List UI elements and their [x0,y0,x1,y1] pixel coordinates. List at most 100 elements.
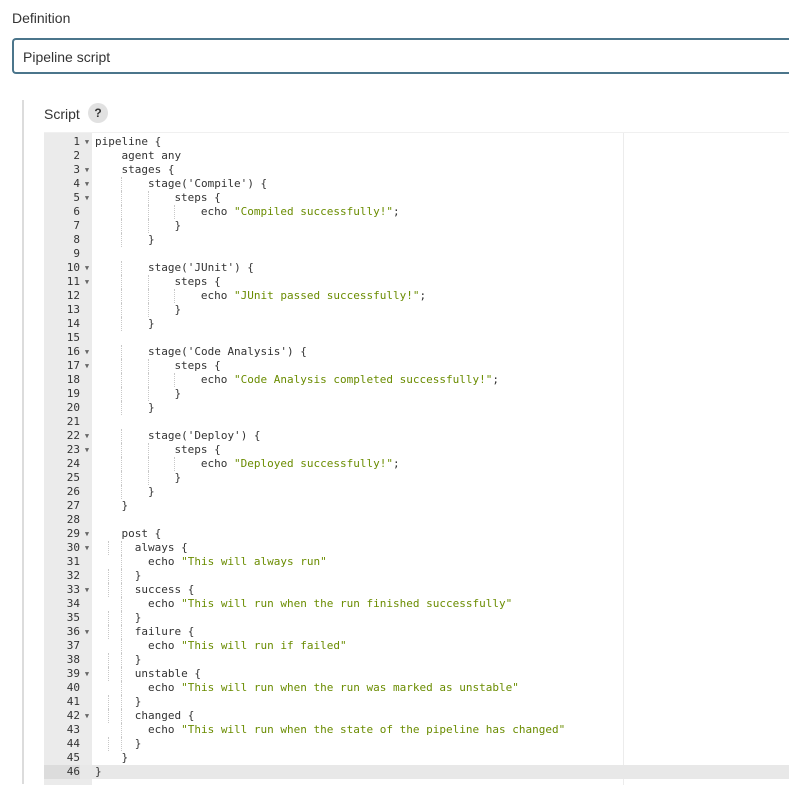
code-line[interactable]: 35} [44,611,789,625]
line-number: 7 [73,219,80,232]
line-code: agent any [121,149,182,162]
indent-guide [147,471,149,485]
line-code: } [174,219,182,232]
line-code: echo "Code Analysis completed successful… [200,373,499,386]
line-code: } [147,233,155,246]
definition-select[interactable]: Pipeline script [12,38,789,74]
indent-guide [174,373,176,387]
chevron-down-icon[interactable]: ▼ [84,670,90,678]
line-number: 27 [66,499,80,512]
line-code: steps { [174,191,221,204]
line-code: always { [134,541,188,554]
code-line[interactable]: 4▼stage('Compile') { [44,177,789,191]
chevron-down-icon[interactable]: ▼ [84,432,90,440]
line-number: 21 [66,415,80,428]
line-number: 44 [66,737,80,750]
code-line[interactable]: 27} [44,499,789,513]
code-line[interactable]: 20} [44,401,789,415]
line-number: 39 [66,667,80,680]
code-line[interactable]: 45} [44,751,789,765]
line-number: 2 [73,149,80,162]
code-line[interactable]: 33▼success { [44,583,789,597]
chevron-down-icon[interactable]: ▼ [84,544,90,552]
code-line[interactable]: 3▼stages { [44,163,789,177]
code-line[interactable]: 14} [44,317,789,331]
code-line[interactable]: 17▼steps { [44,359,789,373]
line-number: 32 [66,569,80,582]
chevron-down-icon[interactable]: ▼ [84,348,90,356]
chevron-down-icon[interactable]: ▼ [84,180,90,188]
code-line[interactable]: 36▼failure { [44,625,789,639]
code-line[interactable]: 19} [44,387,789,401]
line-number: 28 [66,513,80,526]
code-line[interactable]: 10▼stage('JUnit') { [44,261,789,275]
line-code: } [134,611,142,624]
chevron-down-icon[interactable]: ▼ [84,362,90,370]
indent-guide [108,695,110,709]
code-line[interactable]: 15 [44,331,789,345]
help-icon[interactable]: ? [88,103,108,123]
code-line[interactable]: 2 agent any [44,149,789,163]
chevron-down-icon[interactable]: ▼ [84,194,90,202]
code-line[interactable]: 26} [44,485,789,499]
chevron-down-icon[interactable]: ▼ [84,138,90,146]
line-code: stage('Deploy') { [147,429,261,442]
code-line[interactable]: 7} [44,219,789,233]
code-line[interactable]: 13} [44,303,789,317]
chevron-down-icon[interactable]: ▼ [84,278,90,286]
chevron-down-icon[interactable]: ▼ [84,264,90,272]
line-number: 15 [66,331,80,344]
code-line[interactable]: 44} [44,737,789,751]
indent-guide [121,541,123,555]
indent-guide [174,289,176,303]
code-line[interactable]: 32} [44,569,789,583]
code-line[interactable]: 11▼steps { [44,275,789,289]
chevron-down-icon[interactable]: ▼ [84,166,90,174]
code-line[interactable]: 39▼unstable { [44,667,789,681]
line-code: stage('JUnit') { [147,261,254,274]
line-number: 29 [66,527,80,540]
chevron-down-icon[interactable]: ▼ [84,712,90,720]
line-code: stage('Compile') { [147,177,268,190]
chevron-down-icon[interactable]: ▼ [84,586,90,594]
code-line[interactable]: 5▼steps { [44,191,789,205]
code-line[interactable]: 46} [44,765,789,779]
chevron-down-icon[interactable]: ▼ [84,530,90,538]
code-line[interactable]: 21 [44,415,789,429]
code-line[interactable]: 1▼pipeline { [44,135,789,149]
indent-guide [174,457,176,471]
indent-guide [121,219,123,233]
line-code: } [121,499,129,512]
code-line[interactable]: 38} [44,653,789,667]
code-line[interactable]: 41} [44,695,789,709]
code-line[interactable]: 28 [44,513,789,527]
code-line[interactable]: 25} [44,471,789,485]
script-section-container [22,100,789,784]
indent-guide [121,695,123,709]
code-line[interactable]: 23▼steps { [44,443,789,457]
code-line[interactable]: 8} [44,233,789,247]
indent-guide [108,611,110,625]
code-line[interactable]: 29▼post { [44,527,789,541]
chevron-down-icon[interactable]: ▼ [84,628,90,636]
code-line[interactable]: 42▼changed { [44,709,789,723]
line-code: } [121,751,129,764]
indent-guide [147,219,149,233]
code-line[interactable]: 22▼stage('Deploy') { [44,429,789,443]
code-line[interactable]: 9 [44,247,789,261]
indent-guide [147,275,149,289]
code-line[interactable]: 30▼always { [44,541,789,555]
indent-guide [147,289,149,303]
code-line[interactable]: 16▼stage('Code Analysis') { [44,345,789,359]
chevron-down-icon[interactable]: ▼ [84,446,90,454]
